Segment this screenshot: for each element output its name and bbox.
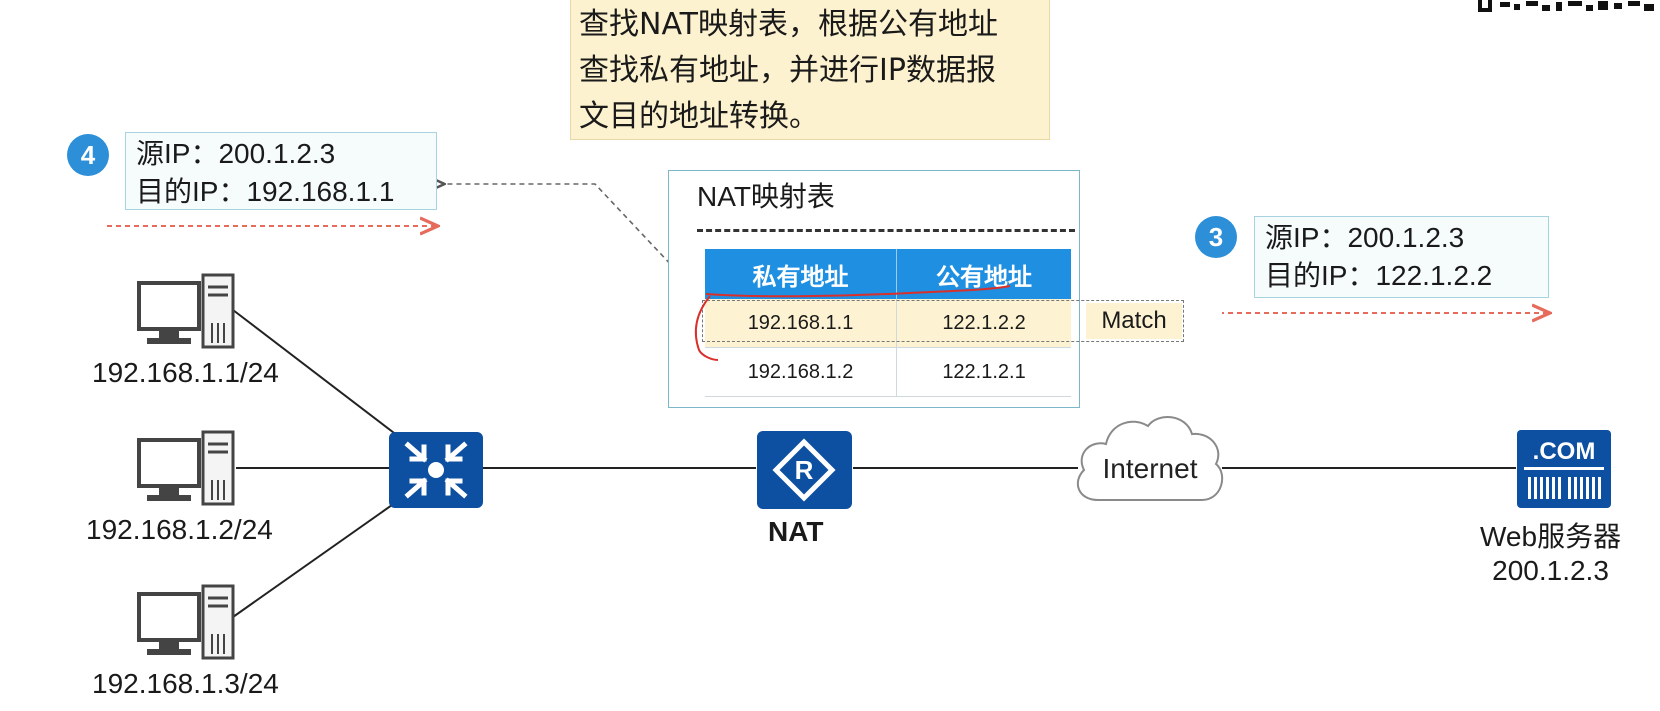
- nat-device-label: NAT: [768, 516, 824, 547]
- host-1-address: 192.168.1.1/24: [92, 357, 279, 388]
- nat-table-divider: [697, 229, 1075, 232]
- nat-mapping-panel: NAT映射表 私有地址 公有地址 192.168.1.1 122.1.2.2 1…: [668, 170, 1080, 408]
- packet-4-box: 源IP：200.1.2.3 目的IP：192.168.1.1: [125, 132, 437, 210]
- host-2-address: 192.168.1.2/24: [86, 514, 273, 545]
- match-label: Match: [1086, 303, 1182, 339]
- pc-icon: [137, 273, 235, 349]
- packet-3-box: 源IP：200.1.2.3 目的IP：122.1.2.2: [1254, 216, 1549, 298]
- table-row: 192.168.1.1 122.1.2.2: [705, 299, 1071, 348]
- router-icon: R: [757, 431, 852, 509]
- bracket-annotation: [694, 295, 719, 361]
- note-line-1: 查找NAT映射表，根据公有地址: [579, 7, 998, 42]
- packet-3-source: 源IP：200.1.2.3: [1265, 219, 1538, 257]
- cell-public-address: 122.1.2.1: [896, 347, 1071, 397]
- web-server-ip: 200.1.2.3: [1492, 555, 1609, 586]
- nat-table-title: NAT映射表: [697, 181, 835, 212]
- source-ip-value: 200.1.2.3: [218, 138, 336, 169]
- table-row: 192.168.1.2 122.1.2.1: [705, 347, 1071, 397]
- step-3-badge: 3: [1195, 216, 1237, 258]
- table-header-row: 私有地址 公有地址: [705, 249, 1071, 299]
- web-server-label: Web服务器 200.1.2.3: [1480, 520, 1621, 588]
- packet-4-destination: 目的IP：192.168.1.1: [136, 173, 426, 211]
- underline-annotation: [705, 285, 1011, 298]
- server-com-badge: .COM: [1533, 438, 1596, 465]
- cloud-icon: Internet: [1076, 415, 1224, 501]
- destination-ip-value: 192.168.1.1: [246, 176, 395, 207]
- packet-3-destination: 目的IP：122.1.2.2: [1265, 257, 1538, 295]
- cell-private-address: 192.168.1.1: [705, 299, 898, 348]
- cloud-label: Internet: [1103, 453, 1198, 484]
- pc-icon: [137, 584, 235, 660]
- web-server-name: Web服务器: [1480, 521, 1622, 552]
- cell-public-address: 122.1.2.2: [896, 299, 1071, 348]
- header-public-address: 公有地址: [896, 249, 1071, 299]
- note-line-2: 查找私有地址，并进行IP数据报: [579, 53, 996, 88]
- source-ip-label: 源IP：: [136, 138, 219, 169]
- destination-ip-label: 目的IP：: [1265, 260, 1376, 291]
- destination-ip-label: 目的IP：: [136, 176, 247, 207]
- source-ip-label: 源IP：: [1265, 222, 1348, 253]
- pc-icon: [137, 430, 235, 506]
- step-4-badge: 4: [67, 134, 109, 176]
- note-line-3: 文目的地址转换。: [579, 99, 819, 134]
- packet-4-source: 源IP：200.1.2.3: [136, 135, 426, 173]
- header-private-address: 私有地址: [705, 249, 898, 299]
- match-highlight-box: [702, 300, 1184, 342]
- translation-note: 查找NAT映射表，根据公有地址 查找私有地址，并进行IP数据报 文目的地址转换。: [570, 0, 1050, 140]
- qr-code-icon: [1478, 0, 1654, 12]
- svg-text:R: R: [795, 455, 814, 485]
- destination-ip-value: 122.1.2.2: [1375, 260, 1493, 291]
- source-ip-value: 200.1.2.3: [1347, 222, 1465, 253]
- switch-icon: [389, 432, 483, 508]
- nat-mapping-table: 私有地址 公有地址 192.168.1.1 122.1.2.2 192.168.…: [705, 249, 1071, 397]
- host-3-address: 192.168.1.3/24: [92, 668, 279, 699]
- cell-private-address: 192.168.1.2: [705, 347, 898, 397]
- web-server-icon: .COM: [1517, 430, 1611, 508]
